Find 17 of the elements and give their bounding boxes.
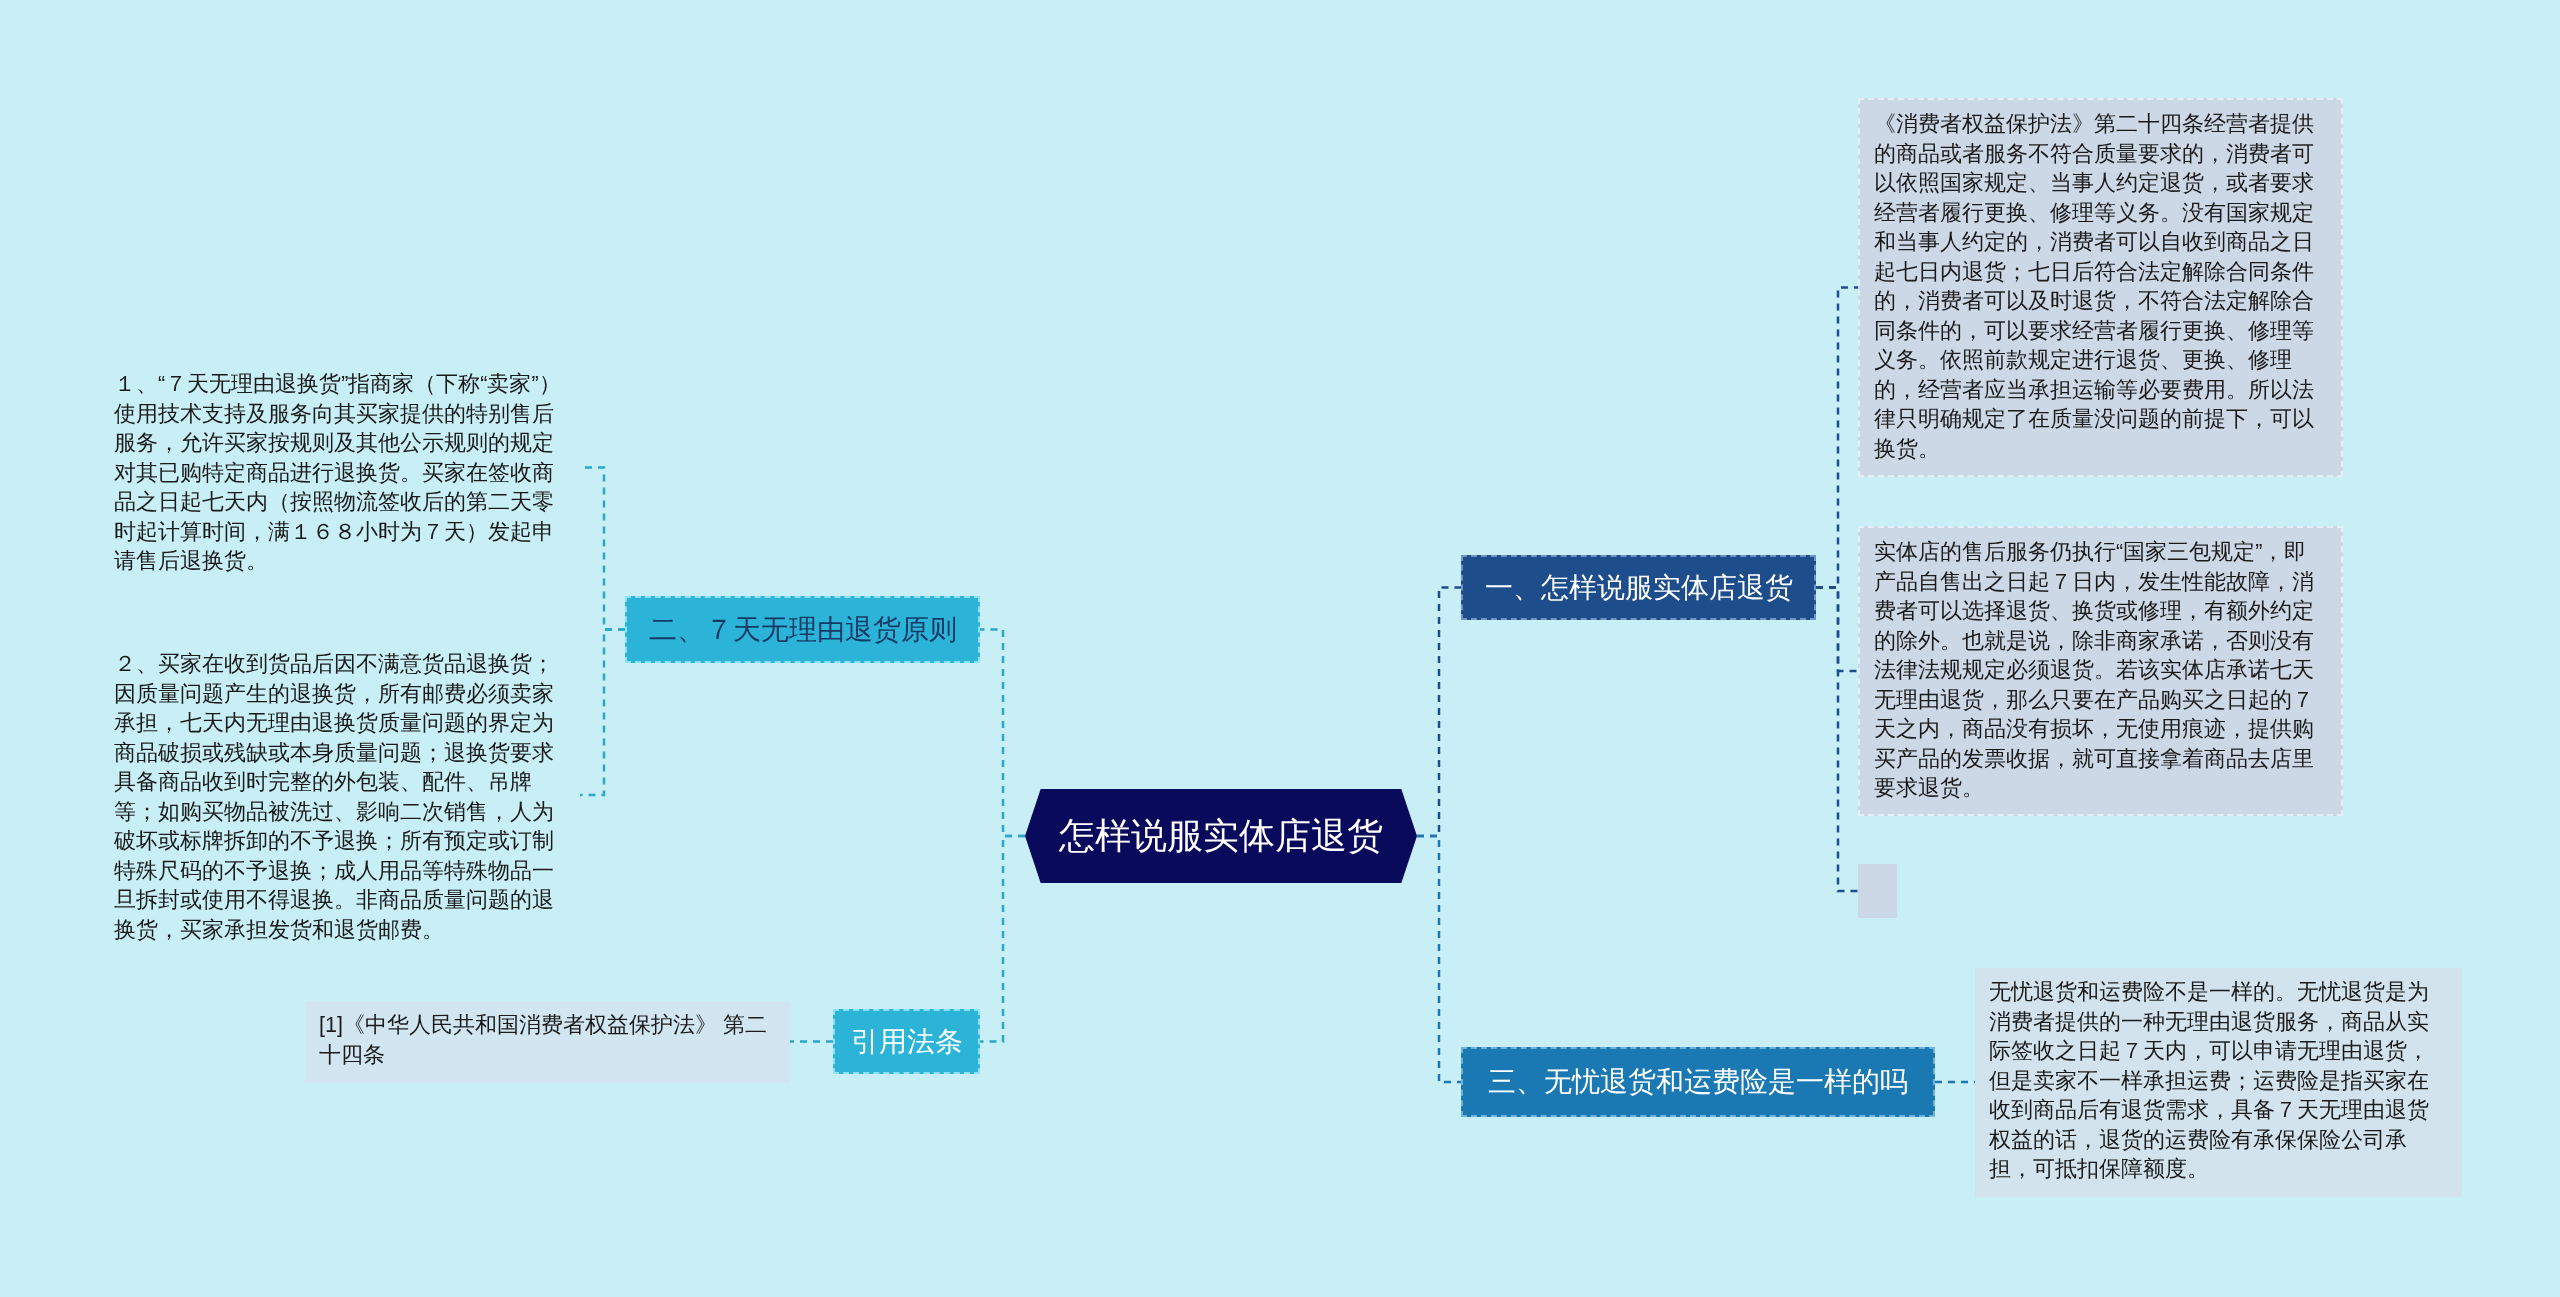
note-box: 《消费者权益保护法》第二十四条经营者提供的商品或者服务不符合质量要求的，消费者可以依照国家规定、当事人约定退货，或者要求经营者履行更换、修理等义务。没有国家规定和当事人约定的，消费者可以自收到商品之日起七日内退货；七日后符合法定解除合同条件的，消费者可以及时退货，不符合法定解除合同条件的，可以要求经营者履行更换、修理等义务。依照前款规定进行退货、更换、修理的，经营者应当承担运输等必要费用。所以法律只明确规定了在质量没问题的前提下，可以换货。 [1858, 98, 2343, 477]
empty-box [1858, 864, 1897, 918]
branch-box: 三、无忧退货和运费险是一样的吗 [1461, 1047, 1935, 1117]
connector [1816, 586, 1858, 893]
branch-box: 引用法条 [833, 1009, 980, 1074]
connector [980, 834, 1025, 1043]
citation-box: [1]《中华人民共和国消费者权益保护法》 第二十四条 [305, 1001, 790, 1083]
branch-box: 二、７天无理由退货原则 [625, 596, 980, 663]
connector [790, 1040, 833, 1043]
paragraph-text: ２、买家在收到货品后因不满意货品退换货；因质量问题产生的退换货，所有邮费必须卖家承担，七天内无理由退换货质量问题的界定为商品破损或残缺或本身质量问题；退换货要求具备商品收到时完整的外包装、配件、吊牌等；如购买物品被洗过、影响二次销售，人为破坏或标牌拆卸的不予退换；所有预定或订制特殊尺码的不予退换；成人用品等特殊物品一旦拆封或使用不得退换。非商品质量问题的退换货，买家承担发货和退货邮费。 [100, 640, 580, 955]
branch-box: 一、怎样说服实体店退货 [1461, 555, 1816, 620]
note-box: 实体店的售后服务仍执行“国家三包规定”，即产品自售出之日起７日内，发生性能故障，消费者可以选择退货、换货或修理，有额外约定的除外。也就是说，除非商家承诺，否则没有法律法规规定必须退货。若该实体店承诺七天无理由退货，那么只要在产品购买之日起的７天之内，商品没有损坏，无使用痕迹，提供购买产品的发票收据，就可直接拿着商品去店里要求退货。 [1858, 526, 2343, 816]
central-topic: 怎样说服实体店退货 [1025, 789, 1417, 883]
connector [1417, 834, 1461, 1084]
paragraph-text: １、“７天无理由退换货”指商家（下称“卖家”）使用技术支持及服务向其买家提供的特别售后服务，允许买家按规则及其他公示规则的规定对其已购特定商品进行退换货。买家在签收商品之日起七天内（按照物流签收后的第二天零时起计算时间，满１６８小时为７天）发起申请售后退换货。 [100, 360, 580, 587]
connector [580, 628, 625, 797]
note-box: 无忧退货和运费险不是一样的。无忧退货是为消费者提供的一种无理由退货服务，商品从实际签收之日起７天内，可以申请无理由退货，但是卖家不一样承担运费；运费险是指买家在收到商品后有退货需求，具备７天无理由退货权益的话，退货的运费险有承保保险公司承担，可抵扣保障额度。 [1975, 968, 2462, 1197]
